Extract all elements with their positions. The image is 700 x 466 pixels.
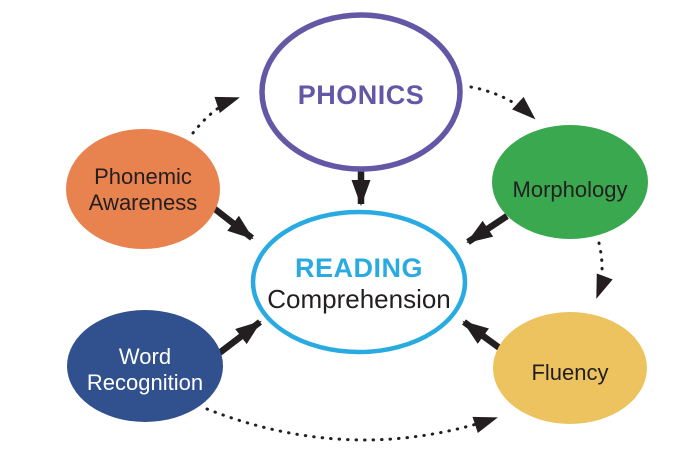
word-recognition-ellipse: [67, 310, 223, 422]
phonemic-awareness-label-line1: Phonemic: [94, 164, 192, 189]
phonics-ellipse: [259, 12, 463, 172]
morphology-ellipse: [492, 125, 648, 239]
word-recognition-node: Word Recognition: [67, 310, 223, 422]
arrow-morphology-to-reading: [466, 213, 509, 245]
solid-arrows-group: [209, 171, 509, 357]
phonemic-awareness-ellipse: [66, 129, 220, 249]
phonics-label: PHONICS: [298, 80, 425, 110]
dotted-arrow-wordrecognition-to-fluency: [205, 407, 498, 442]
phonemic-awareness-label-line2: Awareness: [89, 190, 197, 215]
dotted-arrow-morphology-to-fluency: [595, 241, 613, 299]
word-recognition-label-line1: Word: [119, 344, 171, 369]
phonics-node: PHONICS: [259, 12, 463, 172]
arrow-phonemic-to-reading: [209, 203, 254, 241]
arrow-fluency-to-reading: [462, 319, 507, 355]
word-recognition-label-line2: Recognition: [87, 370, 203, 395]
reading-title: READING: [295, 253, 423, 283]
dotted-arrow-phonics-to-morphology: [469, 85, 536, 120]
morphology-label: Morphology: [513, 177, 628, 202]
fluency-ellipse: [493, 312, 647, 424]
dotted-arrow-phonemic-to-phonics: [191, 96, 240, 135]
reading-ellipse: [250, 209, 468, 355]
phonemic-awareness-node: Phonemic Awareness: [66, 129, 220, 249]
fluency-label: Fluency: [531, 360, 608, 385]
fluency-node: Fluency: [493, 312, 647, 424]
morphology-node: Morphology: [492, 125, 648, 239]
reading-subtitle: Comprehension: [267, 284, 451, 314]
dotted-arrows-group: [191, 85, 613, 442]
arrow-wordrecognition-to-reading: [216, 319, 262, 357]
reading-comprehension-node: READING Comprehension: [250, 209, 468, 355]
